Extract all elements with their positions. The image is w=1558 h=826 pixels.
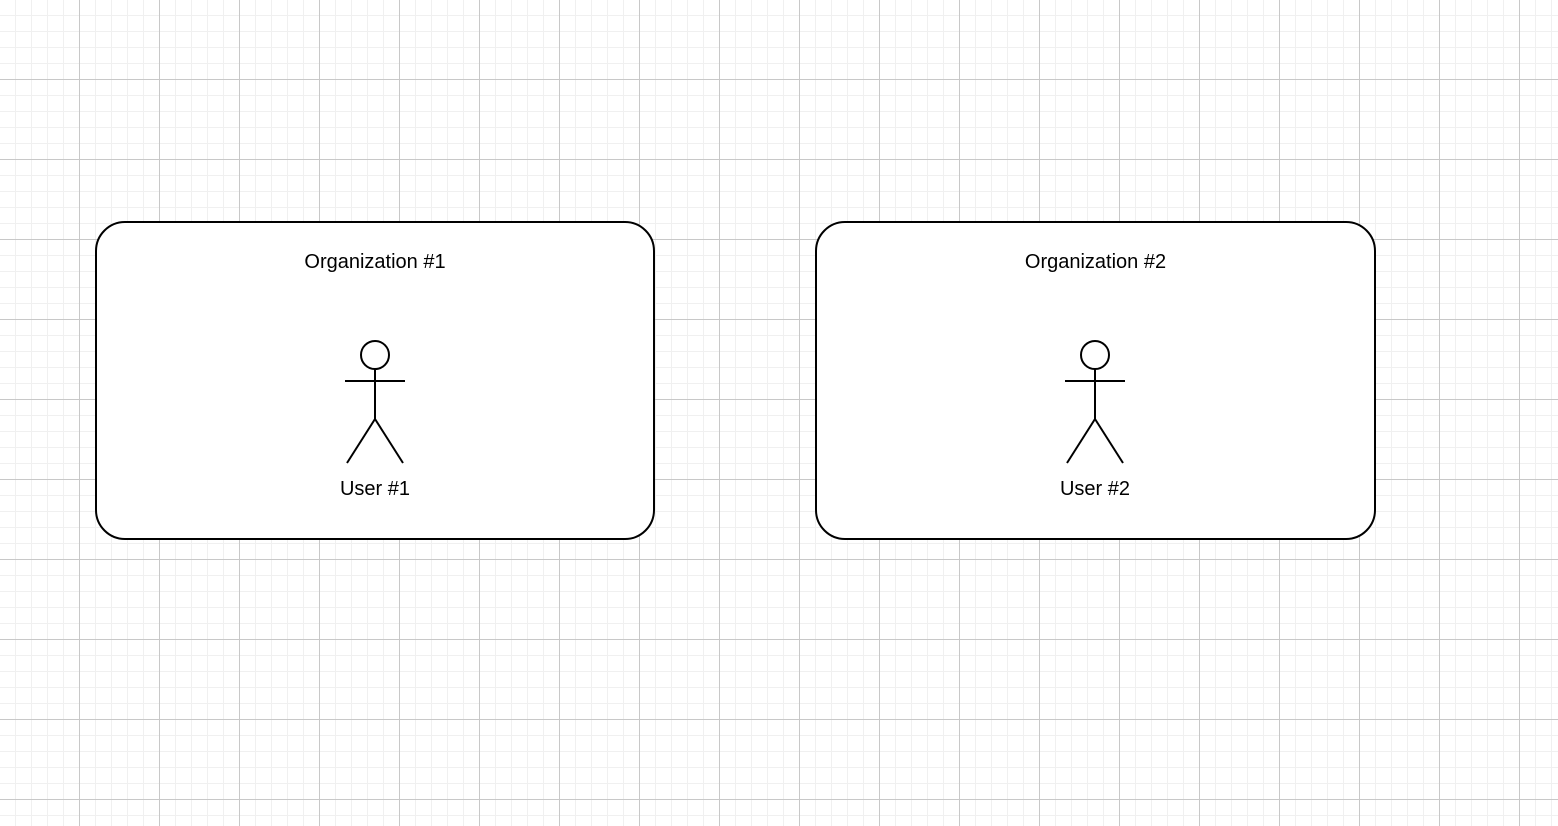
actor-leg-right (374, 418, 404, 464)
actor-label-1: User #1 (339, 478, 411, 500)
actor-head-icon (1080, 340, 1110, 370)
actor-stick-figure-2[interactable] (1061, 337, 1129, 467)
actor-label-2: User #2 (1059, 478, 1131, 500)
actor-leg-right (1094, 418, 1124, 464)
actor-leg-left (1066, 418, 1096, 464)
organization-title-1: Organization #1 (304, 251, 446, 273)
actor-head-icon (360, 340, 390, 370)
actor-stick-figure-1[interactable] (341, 337, 409, 467)
organization-title-2: Organization #2 (1024, 251, 1167, 273)
actor-leg-left (346, 418, 376, 464)
